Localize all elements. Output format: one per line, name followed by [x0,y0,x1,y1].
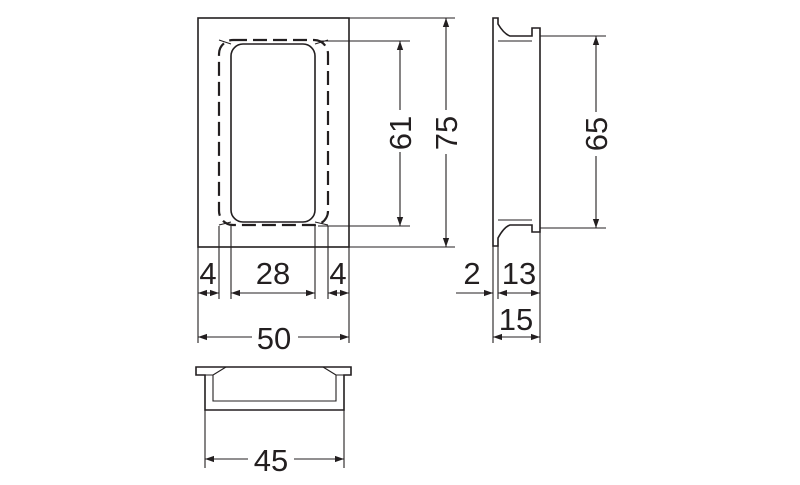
dim-4-left-label: 4 [199,256,216,291]
dim-side-depth: 2 13 [456,256,540,297]
dim-75-label: 75 [429,116,464,150]
dim-4-right-label: 4 [329,256,346,291]
dim-50: 50 [198,318,349,356]
dim-75: 75 [429,18,464,247]
dim-45-label: 45 [254,443,288,478]
bottom-view [195,366,352,411]
dim-45: 45 [205,440,344,478]
dim-50-label: 50 [257,321,291,356]
dim-15: 15 [493,302,540,341]
dim-13-label: 13 [502,256,536,291]
bottom-profile-inner [205,366,344,402]
side-profile-inner [498,40,532,221]
front-recess-dashed-outline [217,38,330,227]
front-inner-corner-lines [218,39,329,226]
front-extension-lines [197,17,455,343]
side-view [492,17,541,247]
front-inner-opening [230,43,316,223]
dim-28-label: 28 [256,256,290,291]
dim-2-label: 2 [463,256,480,291]
front-outer-flange [197,17,350,248]
bottom-profile-outline [195,366,352,411]
dim-15-label: 15 [499,302,533,337]
dim-65-label: 65 [579,117,614,151]
side-profile-outline [492,17,541,247]
dim-61-label: 61 [383,116,418,150]
front-view [197,17,350,248]
dim-61: 61 [383,41,418,226]
dim-width-breakdown: 4 28 4 [198,256,349,297]
side-extension-lines [492,35,606,343]
dim-65: 65 [579,36,614,228]
